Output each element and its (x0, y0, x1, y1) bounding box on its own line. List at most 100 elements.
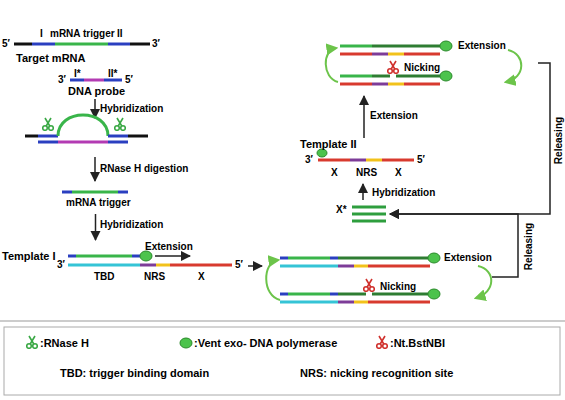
strand-label: NRS (144, 271, 165, 282)
legend-text: TBD: trigger binding domain (60, 367, 209, 380)
strand-label: Extension (145, 241, 193, 252)
extension-arrow (155, 255, 190, 257)
strand-group: ExtensionNicking (262, 238, 492, 316)
strand-segment (330, 293, 338, 296)
strand-segment (140, 264, 156, 267)
nicking-symbol (364, 279, 375, 291)
strand-segment (280, 293, 288, 296)
strand-segment (368, 301, 430, 304)
strand-segment (388, 53, 404, 56)
legend-text: :RNase H (40, 337, 89, 350)
strand-label: X* (336, 204, 347, 215)
cycle-arrow (266, 48, 521, 300)
strand-segment (354, 301, 368, 304)
arrow-label: Releasing (523, 222, 534, 269)
strand-label: I* (74, 68, 81, 79)
polymerase-symbol (440, 41, 452, 51)
strand-segment (338, 265, 354, 268)
strand-segment (170, 264, 232, 267)
strand-label: Template I (2, 250, 56, 262)
strand-label: X (395, 167, 402, 178)
strand-segment (118, 191, 128, 194)
strand-segment (340, 45, 372, 48)
polymerase-symbol (317, 149, 327, 157)
strand-segment (318, 159, 350, 162)
strand-segment (340, 83, 372, 86)
nicking-symbol (388, 61, 399, 73)
nicking-symbol (377, 336, 388, 348)
strand-segment (58, 141, 108, 144)
strand-label: II (117, 28, 123, 39)
x-star-strands (352, 207, 386, 221)
strand-group: 3′I*II*5′DNA probe (50, 68, 150, 98)
strand-label: Nicking (404, 62, 440, 73)
arrow-path (476, 266, 491, 298)
strand-label: I (40, 28, 43, 39)
strand-segment (156, 264, 170, 267)
polymerase-symbol (180, 338, 192, 348)
strand-segment (76, 255, 132, 258)
strand-segment (404, 53, 440, 56)
strand-label: Extension (444, 252, 492, 263)
strand-label: 3′ (305, 154, 313, 165)
strand-segment (132, 255, 140, 258)
strand-segment (108, 43, 130, 46)
strand-segment (94, 99, 96, 118)
strand-label: 5′ (235, 259, 243, 270)
polymerase-symbol (140, 251, 152, 261)
separator-line (0, 321, 565, 322)
flow-arrow (95, 214, 97, 240)
strand-segment (372, 75, 390, 78)
strand-segment (288, 257, 330, 260)
strand-segment (280, 257, 288, 260)
strand-label: 3′ (57, 259, 65, 270)
strand-label: Target mRNA (16, 52, 85, 64)
strand-label: DNA probe (68, 85, 125, 97)
step-arrow (94, 99, 96, 181)
arrow-label: Hybridization (100, 219, 163, 230)
strand-label: II* (108, 68, 117, 79)
strand-segment (72, 191, 118, 194)
strand-label: Extension (458, 40, 506, 51)
upper-cycle-duplex (340, 46, 440, 84)
strand-segment (372, 53, 388, 56)
polymerase-symbol (428, 253, 440, 263)
strand-segment (382, 159, 414, 162)
legend-text: :Vent exo- DNA polymerase (194, 337, 337, 350)
strand-segment (68, 264, 140, 267)
strand-group: Template II3′XNRSX5′ (298, 138, 430, 184)
flow-arrow (248, 265, 262, 267)
strand-segment (330, 257, 338, 260)
strand-segment (340, 53, 372, 56)
strand-label: X (198, 271, 205, 282)
rnase-h-symbol (27, 336, 38, 348)
strand-segment (108, 141, 128, 144)
strand-segment (350, 159, 366, 162)
strand-label: Nicking (380, 281, 416, 292)
strand-label: 5′ (125, 74, 133, 85)
strand-label: NRS (356, 167, 377, 178)
legend-text: NRS: nicking recognition site (300, 367, 453, 380)
strand-segment (32, 43, 55, 46)
strand-segment (84, 79, 104, 82)
legend-text: :Nt.BstNBI (390, 337, 445, 350)
strand-segment (14, 43, 32, 46)
strand-segment (94, 157, 96, 181)
step-label: Hybridization (100, 103, 163, 114)
arrow-path (266, 260, 280, 300)
strand-segment (396, 75, 440, 78)
strand-segment (372, 83, 388, 86)
polymerase-symbol (440, 71, 452, 81)
strand-segment (340, 75, 372, 78)
strand-segment (280, 301, 338, 304)
trigger-strand (62, 191, 128, 194)
arrow-path (326, 48, 338, 82)
flow-arrow (362, 184, 364, 200)
strand-segment (130, 43, 150, 46)
strand-segment (128, 135, 148, 138)
strand-label: X (331, 167, 338, 178)
strand-segment (368, 265, 430, 268)
polymerase-symbol (428, 289, 440, 299)
strand-label: mRNA trigger (50, 28, 115, 39)
